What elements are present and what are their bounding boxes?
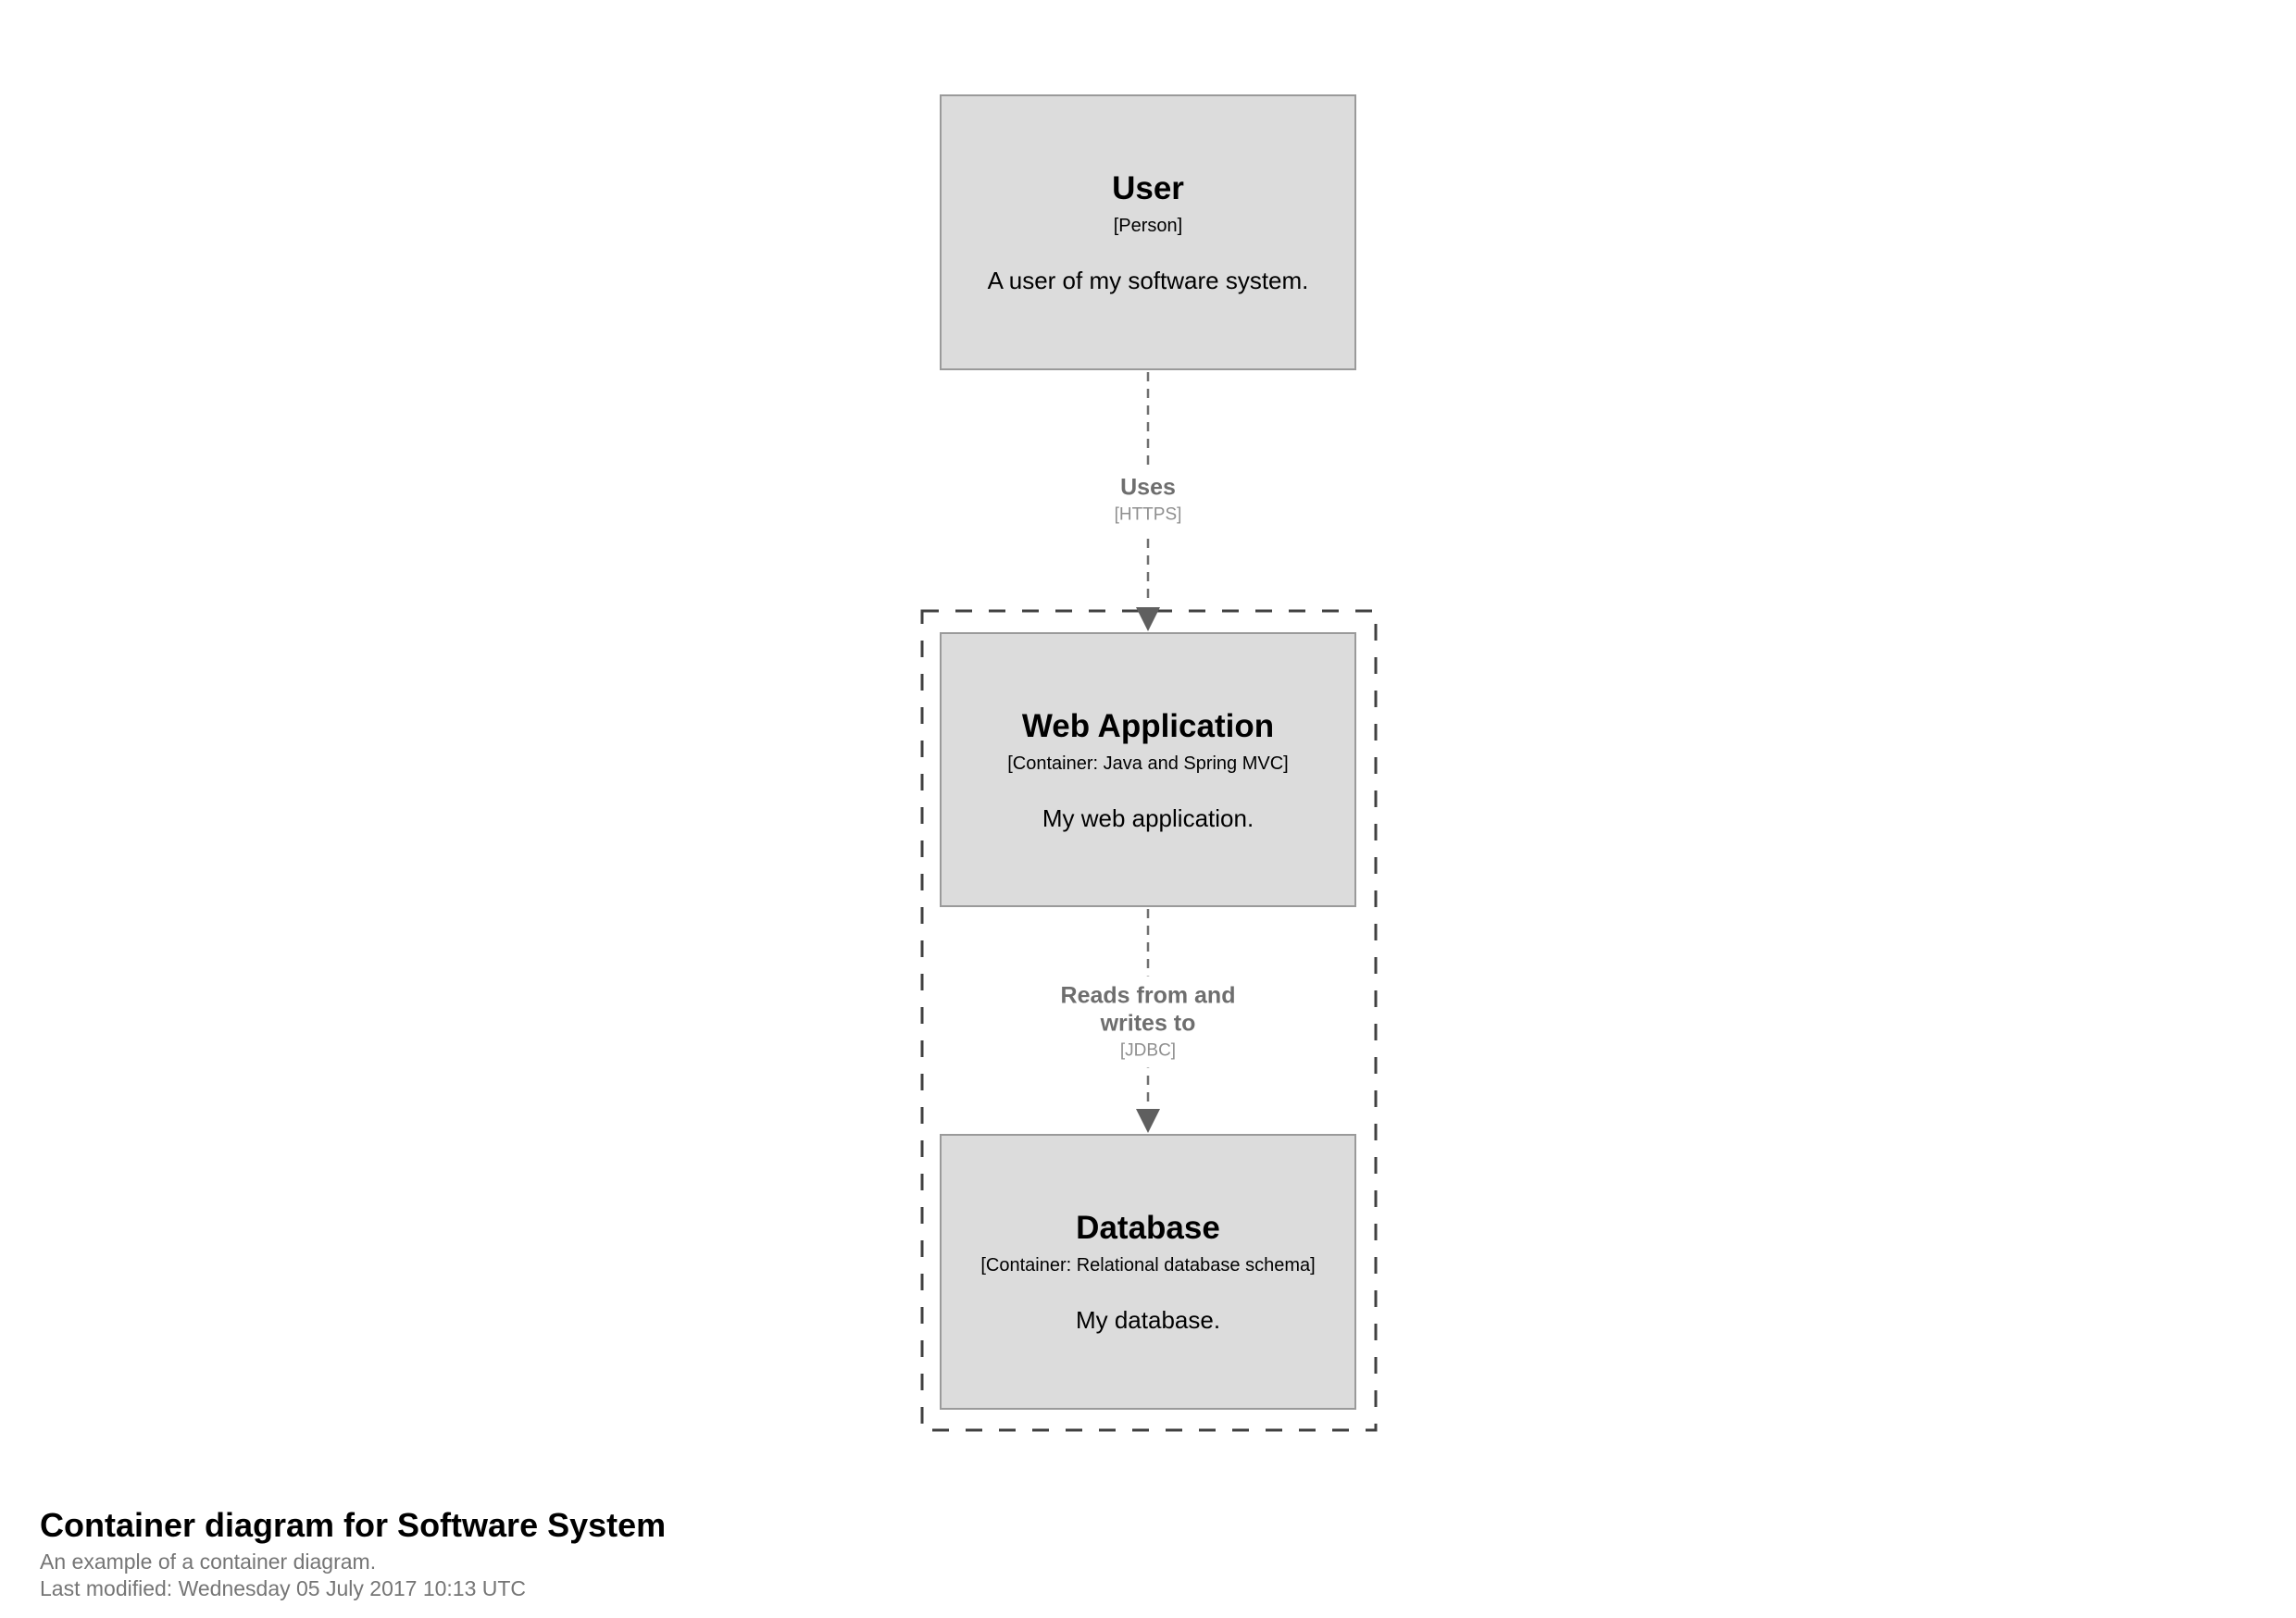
diagram-title: Container diagram for Software System	[40, 1506, 667, 1544]
diagram-subtitle: An example of a container diagram.	[40, 1550, 377, 1574]
arrowhead-icon	[1136, 607, 1160, 631]
element-description: My web application.	[1042, 803, 1254, 832]
relationship-technology: [HTTPS]	[1114, 504, 1182, 525]
diagram-footer: Container diagram for Software System An…	[40, 1505, 666, 1602]
relationship-technology: [JDBC]	[1119, 1040, 1177, 1061]
element-meta: [Container: Java and Spring MVC]	[1007, 753, 1289, 774]
relationship-label-uses: Uses [HTTPS]	[1101, 467, 1195, 532]
element-meta: [Container: Relational database schema]	[980, 1255, 1316, 1276]
diagram-last-modified: Last modified: Wednesday 05 July 2017 10…	[40, 1576, 527, 1600]
element-description: A user of my software system.	[987, 267, 1309, 294]
element-name: Web Application	[1021, 707, 1275, 744]
node-database[interactable]: Database [Container: Relational database…	[940, 1134, 1356, 1410]
relationship-label-text: Uses	[1120, 474, 1176, 501]
system-boundary	[920, 609, 1378, 1432]
element-description: My database.	[1075, 1306, 1221, 1334]
arrowhead-icon	[1136, 1109, 1160, 1133]
element-name: User	[1112, 170, 1184, 206]
element-meta: [Person]	[1113, 216, 1183, 236]
relationship-label-text: Reads from and writes to	[1060, 982, 1236, 1037]
element-name: Database	[1076, 1210, 1220, 1246]
node-web-application[interactable]: Web Application [Container: Java and Spr…	[940, 632, 1356, 907]
node-user[interactable]: User [Person] A user of my software syst…	[940, 94, 1356, 370]
relationship-label-reads-writes: Reads from and writes to [JDBC]	[1029, 976, 1267, 1068]
